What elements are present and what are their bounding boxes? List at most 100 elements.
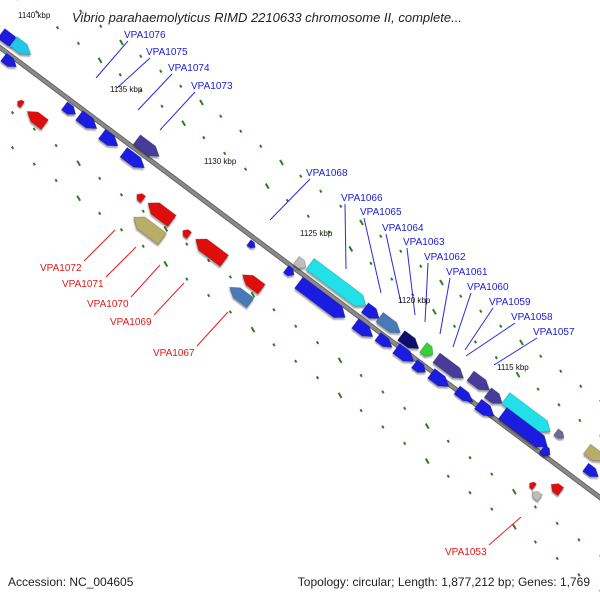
tick-mark bbox=[98, 211, 102, 216]
forward-gene bbox=[538, 444, 551, 457]
tick-mark bbox=[76, 195, 82, 202]
forward-gene bbox=[375, 311, 401, 334]
forward-gene bbox=[374, 332, 393, 348]
forward-leader-line bbox=[406, 247, 416, 316]
tick-mark bbox=[468, 455, 472, 460]
tick-mark bbox=[446, 439, 450, 444]
tick-mark bbox=[250, 326, 256, 333]
tick-mark bbox=[264, 183, 270, 190]
forward-gene bbox=[97, 128, 119, 147]
forward-gene bbox=[60, 101, 76, 115]
reverse-gene-label: VPA1067 bbox=[153, 348, 195, 359]
tick-mark bbox=[181, 120, 187, 127]
gene-labels: VPA1076VPA1075VPA1074VPA1073VPA1068VPA10… bbox=[40, 30, 575, 558]
tick-mark bbox=[348, 245, 354, 252]
tick-mark bbox=[159, 69, 163, 74]
tick-mark bbox=[206, 293, 211, 298]
scale-label: 1125 kbp bbox=[300, 229, 333, 238]
forward-gene bbox=[553, 428, 565, 439]
forward-leader-line bbox=[464, 307, 494, 351]
forward-leader-line bbox=[493, 337, 538, 366]
forward-leader-line bbox=[385, 233, 402, 304]
tick-mark bbox=[228, 310, 233, 314]
tick-mark bbox=[468, 490, 472, 495]
scale-label: 1140 kbp bbox=[18, 11, 51, 20]
tick-mark bbox=[359, 219, 364, 226]
tick-mark bbox=[98, 176, 102, 181]
forward-gene-label: VPA1061 bbox=[446, 267, 488, 278]
tick-mark bbox=[359, 408, 363, 413]
tick-mark bbox=[359, 373, 363, 378]
tick-mark bbox=[536, 387, 540, 391]
tick-mark bbox=[473, 340, 478, 344]
tick-mark bbox=[32, 162, 36, 166]
tick-mark bbox=[499, 324, 503, 329]
backbone-highlight bbox=[0, 45, 600, 500]
tick-mark bbox=[381, 425, 385, 429]
tick-mark bbox=[319, 189, 323, 194]
forward-leader-line bbox=[269, 178, 311, 221]
tick-mark bbox=[202, 135, 206, 140]
forward-gene bbox=[500, 392, 551, 433]
tick-mark bbox=[555, 521, 559, 526]
reverse-gene bbox=[133, 216, 168, 245]
tick-mark bbox=[76, 41, 81, 46]
forward-leader-line bbox=[159, 91, 196, 131]
forward-gene bbox=[419, 342, 434, 357]
tick-mark bbox=[579, 384, 583, 389]
forward-leader-line bbox=[363, 217, 382, 294]
tick-mark bbox=[185, 277, 189, 281]
tick-mark bbox=[557, 403, 561, 407]
forward-gene bbox=[483, 387, 503, 404]
forward-leader-line bbox=[452, 292, 472, 348]
reverse-gene bbox=[241, 274, 266, 295]
reverse-leader-line bbox=[130, 264, 161, 298]
tick-mark bbox=[272, 343, 276, 347]
accession-label: Accession: NC_004605 bbox=[8, 575, 134, 589]
forward-gene-label: VPA1063 bbox=[403, 237, 445, 248]
tick-mark bbox=[577, 538, 581, 542]
tick-mark bbox=[119, 39, 124, 46]
tick-mark bbox=[390, 277, 394, 281]
tick-mark bbox=[515, 371, 521, 378]
tick-mark bbox=[578, 418, 582, 423]
label-leader-lines bbox=[83, 40, 538, 546]
tick-mark bbox=[559, 369, 563, 374]
reverse-gene-label: VPA1069 bbox=[110, 317, 152, 328]
tick-mark bbox=[219, 114, 223, 119]
forward-gene-label: VPA1060 bbox=[467, 282, 509, 293]
scale-label: 1120 kbp bbox=[398, 296, 431, 305]
tick-mark bbox=[54, 143, 58, 148]
tick-mark bbox=[555, 556, 559, 561]
tick-mark bbox=[379, 234, 383, 239]
reverse-gene bbox=[529, 481, 537, 491]
reverse-gene bbox=[26, 111, 49, 130]
forward-gene bbox=[497, 407, 548, 448]
tick-mark bbox=[539, 354, 543, 359]
scale-label: 1115 kbp bbox=[497, 363, 529, 372]
reverse-gene bbox=[136, 193, 147, 204]
tick-mark bbox=[139, 54, 143, 59]
tick-mark bbox=[446, 474, 450, 479]
forward-gene bbox=[119, 146, 145, 169]
tick-mark bbox=[141, 244, 145, 249]
tick-mark bbox=[533, 505, 538, 509]
reverse-gene-label: VPA1053 bbox=[445, 547, 487, 558]
tick-mark bbox=[141, 209, 145, 214]
scale-label: 1130 kbp bbox=[204, 157, 237, 166]
tick-mark bbox=[199, 99, 204, 106]
forward-gene bbox=[292, 255, 307, 269]
tick-mark bbox=[403, 441, 407, 446]
tick-mark bbox=[490, 507, 494, 511]
forward-gene-label: VPA1066 bbox=[341, 193, 383, 204]
tick-mark bbox=[452, 324, 457, 329]
reverse-gene-label: VPA1071 bbox=[62, 279, 104, 290]
tick-mark bbox=[76, 160, 82, 167]
forward-leader-line bbox=[424, 262, 429, 323]
reverse-gene bbox=[147, 202, 177, 228]
tick-mark bbox=[315, 340, 320, 345]
forward-gene bbox=[392, 343, 415, 362]
